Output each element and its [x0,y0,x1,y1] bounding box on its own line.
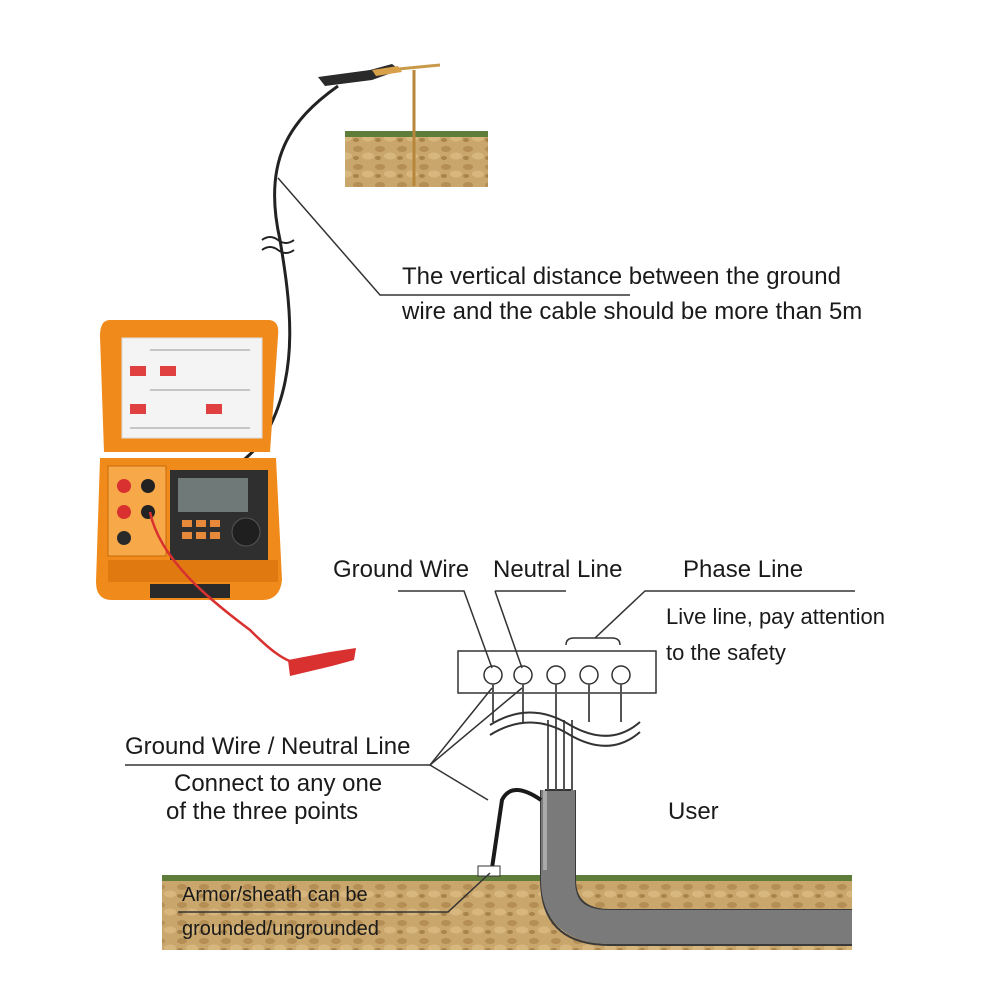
live-line-note-line1: Live line, pay attention [666,604,885,629]
red-alligator-clip-icon [288,648,356,676]
tester-device-icon [96,320,282,600]
phase-line-label: Phase Line [683,556,804,583]
ground-wire-label: Ground Wire [333,556,470,583]
callout-lines [125,590,855,913]
distance-note-line1: The vertical distance between the ground [402,263,841,290]
sheath-ground-strap [477,788,543,877]
armor-note-line2: grounded/ungrounded [182,918,379,940]
connect-note-line1: Connect to any one [174,770,383,797]
armor-note-line1: Armor/sheath can be [182,884,368,906]
connect-note-line2: of the three points [166,798,359,825]
neutral-line-label: Neutral Line [493,556,623,583]
terminal-block-icon [457,650,657,747]
distance-note-line2: wire and the cable should be more than 5… [402,298,863,325]
red-lead-wire [148,511,301,666]
distance-callout-leader [277,177,630,296]
live-line-note-line2: to the safety [666,640,786,665]
wire-break-symbol [261,236,295,254]
cable-pipe-icon [540,720,852,946]
black-alligator-clip-icon [318,64,402,86]
user-label: User [668,798,719,825]
gw-nl-label: Ground Wire / Neutral Line [125,733,411,760]
ground-rod-soil [345,63,488,187]
